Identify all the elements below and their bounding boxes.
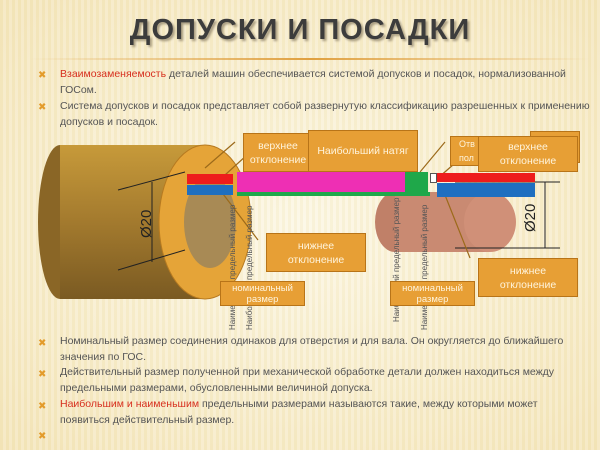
lower-deviation-box-right: нижнее отклонение	[478, 258, 578, 297]
nominal-size-box-left: номинальный размер	[220, 281, 305, 306]
slide-title: ДОПУСКИ И ПОСАДКИ	[129, 14, 471, 46]
upper-deviation-box-right: верхнее отклонение	[478, 136, 578, 172]
hole-tolerance-lower-bar	[187, 185, 233, 195]
bullet-text: Наибольшим и наименьшим предельными разм…	[60, 397, 590, 428]
bushing	[38, 144, 252, 300]
max-limit-label-left: Наибольший предельный размер	[245, 205, 254, 330]
bullet-body: деталей машин обеспечивается системой до…	[60, 68, 566, 96]
gap-marker	[430, 173, 437, 183]
interference-bar	[237, 172, 405, 192]
max-interference-box: Наибольший натяг	[308, 130, 418, 172]
green-block	[405, 172, 428, 196]
highlight-term: Взаимозаменяемость	[60, 68, 167, 80]
upper-deviation-box-left: верхнее отклонение	[243, 133, 313, 172]
bullet-text: Номинальный размер соединения одинаков д…	[60, 335, 564, 363]
title-divider	[30, 58, 590, 60]
bullet-text: Действительный размер полученной при мех…	[60, 366, 555, 394]
bullet-icon: ✖	[38, 338, 47, 349]
shaft-tolerance-upper-bar	[437, 173, 535, 182]
diameter-label-left: Ø20	[138, 209, 155, 238]
hole-tolerance-upper-bar	[187, 174, 233, 184]
bullet-icon: ✖	[38, 431, 47, 442]
dimension-lines	[117, 171, 560, 271]
diameter-label-right: Ø20	[522, 203, 539, 232]
shaft	[375, 192, 516, 252]
bullet-icon: ✖	[38, 401, 47, 412]
min-limit-label-right: Наименьший предельный размер	[420, 204, 429, 330]
bullet-icon: ✖	[38, 70, 47, 81]
bullet-body: предельными размерами называются такие, …	[60, 398, 538, 426]
highlight-term: Наибольшим и наименьшим	[60, 398, 200, 410]
shaft-tolerance-lower-bar	[437, 183, 535, 197]
lower-deviation-box-left: нижнее отклонение	[266, 233, 366, 272]
hidden-label-line2: пол	[459, 153, 474, 163]
hidden-label-line1: Отв	[459, 139, 475, 149]
bullet-text: Система допусков и посадок представляет …	[60, 100, 590, 128]
nominal-size-box-right: номинальный размер	[390, 281, 475, 306]
green-base-bar	[237, 192, 430, 196]
bullet-text: Взаимозаменяемость деталей машин обеспеч…	[60, 67, 590, 98]
bullet-icon: ✖	[38, 102, 47, 113]
min-limit-label-left: Наименьший предельный размер	[228, 204, 237, 330]
bullet-icon: ✖	[38, 369, 47, 380]
